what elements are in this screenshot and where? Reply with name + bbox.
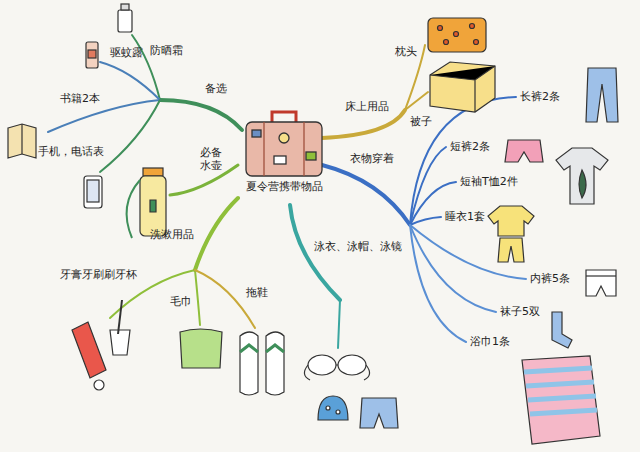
branch-label: 牙膏牙刷刷牙杯 xyxy=(60,268,137,281)
branch-label: 备选 xyxy=(205,82,227,95)
suitcase-node: 夏令营携带物品 xyxy=(228,108,340,197)
branch-label: 内裤5条 xyxy=(530,272,570,285)
branch-label: 书籍2本 xyxy=(60,92,100,105)
branch-label: 袜子5双 xyxy=(500,305,540,318)
branch-label: 防晒霜 xyxy=(150,44,183,57)
branch-label: 枕头 xyxy=(395,45,417,58)
branch-label: 必备水壶 xyxy=(200,146,224,172)
branch-label: 洗漱用品 xyxy=(150,228,194,241)
branch-label: 衣物穿着 xyxy=(350,152,394,165)
branch-label: 床上用品 xyxy=(345,100,389,113)
icons xyxy=(8,4,618,444)
branch-label: 浴巾1条 xyxy=(470,335,510,348)
branch-label: 短袖T恤2件 xyxy=(460,175,518,188)
branch-label: 驱蚊露 xyxy=(110,46,143,59)
branch-label: 被子 xyxy=(410,115,432,128)
branch-label: 睡衣1套 xyxy=(445,210,485,223)
branch-label: 泳衣、泳帽、泳镜 xyxy=(314,240,402,253)
branch-label: 短裤2条 xyxy=(450,140,490,153)
branch-label: 毛巾 xyxy=(170,295,192,308)
branch-label: 长裤2条 xyxy=(520,90,560,103)
branches xyxy=(48,35,526,348)
branch-label: 手机，电话表 xyxy=(38,145,104,158)
center-title: 夏令营携带物品 xyxy=(228,108,340,193)
branch-label: 拖鞋 xyxy=(246,286,268,299)
